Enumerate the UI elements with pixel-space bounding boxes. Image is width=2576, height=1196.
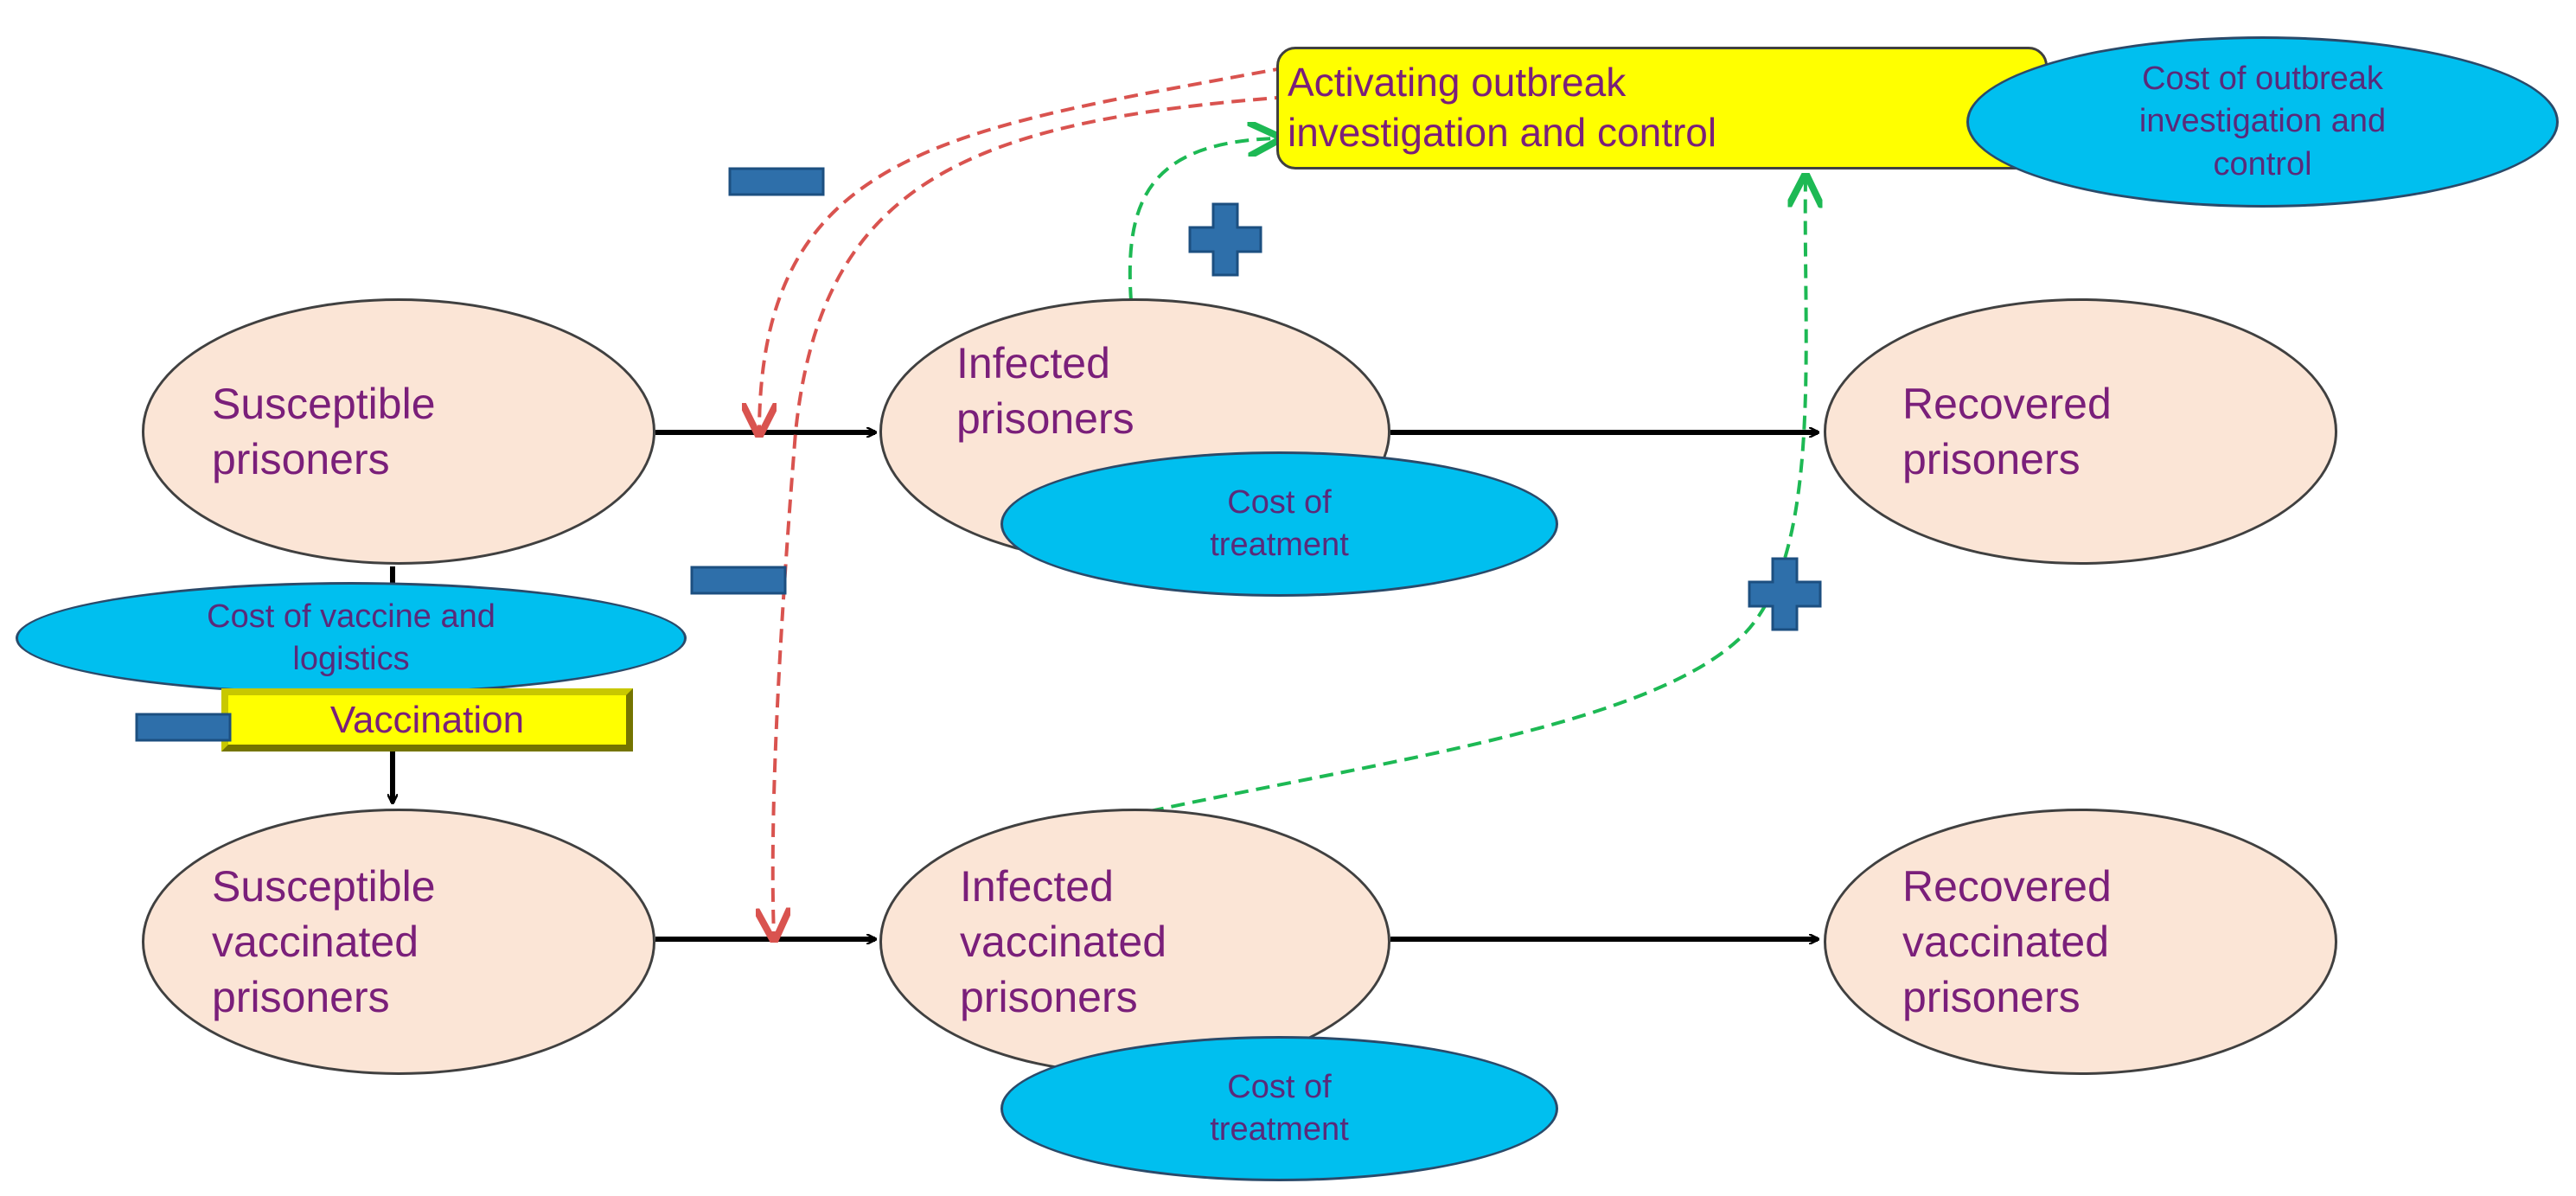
minus-sign-icon [690,566,787,595]
recovered-vaccinated-prisoners-node: Recovered vaccinated prisoners [1824,809,2337,1075]
node-label-line: Recovered [1902,862,2112,911]
negative-link-to-vaccinated-flow [773,95,1289,936]
node-label-line: prisoners [212,973,390,1021]
cost-label-line: Cost of [1227,483,1332,521]
cost-of-vaccine-ellipse: Cost of vaccine and logistics [16,582,687,694]
cost-label-line: Cost of vaccine and [207,598,495,635]
cost-label-line: logistics [292,641,410,677]
cost-label-line: control [2213,145,2312,182]
node-label-line: prisoners [956,393,1135,443]
node-label-line: Recovered [1902,380,2112,428]
node-label-line: prisoners [960,973,1138,1021]
negative-link-to-susceptible-flow [759,66,1288,431]
node-label-line: prisoners [212,435,390,483]
node-label-line: prisoners [1902,973,2081,1021]
cost-label-line: Cost of [1227,1068,1332,1105]
node-label-line: Susceptible [212,862,436,911]
cost-of-treatment-vaccinated-ellipse: Cost of treatment [1000,1036,1558,1181]
cost-of-treatment-ellipse: Cost of treatment [1000,451,1558,597]
outbreak-control-box: Activating outbreak investigation and co… [1276,47,2048,169]
cost-of-outbreak-ellipse: Cost of outbreak investigation and contr… [1966,36,2559,208]
node-label-line: Susceptible [212,380,436,428]
cost-label-line: treatment [1210,527,1349,563]
vaccination-label: Vaccination [329,699,525,741]
box-label-line: Activating outbreak [1288,60,1627,105]
plus-sign-icon [1748,557,1822,631]
cost-label-line: Cost of outbreak [2142,60,2383,97]
box-label-line: investigation and control [1288,109,1717,155]
node-label-line: Infected [960,862,1114,911]
cost-label-line: treatment [1210,1111,1349,1148]
susceptible-vaccinated-prisoners-node: Susceptible vaccinated prisoners [142,809,655,1075]
positive-link-infected-vaccinated-to-outbreak [1149,180,1806,813]
cost-label-line: investigation and [2138,103,2387,140]
node-label-line: vaccinated [960,918,1167,966]
minus-sign-icon [728,167,825,196]
node-label-line: Infected [956,338,1110,387]
minus-sign-icon [135,713,232,742]
infected-vaccinated-prisoners-node: Infected vaccinated prisoners [879,809,1390,1075]
recovered-prisoners-node: Recovered prisoners [1824,298,2337,565]
vaccination-box: Vaccination [221,688,633,751]
susceptible-prisoners-node: Susceptible prisoners [142,298,655,565]
node-label-line: prisoners [1902,435,2081,483]
node-label-line: vaccinated [212,918,419,966]
node-label-line: vaccinated [1902,918,2110,966]
plus-sign-icon [1188,202,1262,277]
